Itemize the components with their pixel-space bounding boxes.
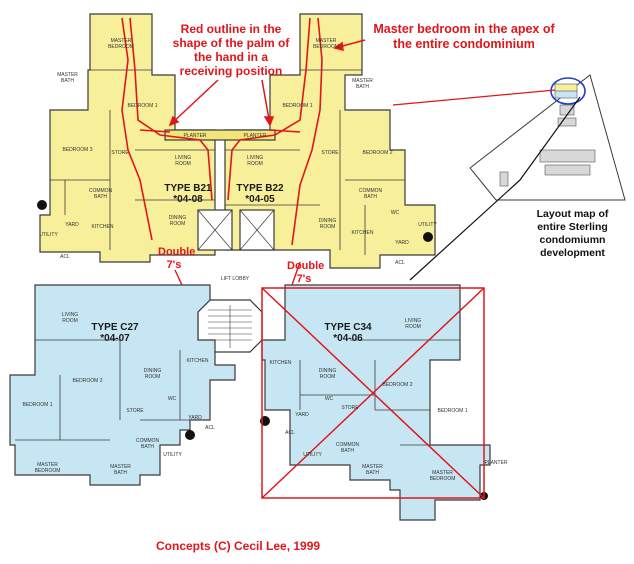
room-living: LIVING ROOM (404, 318, 422, 330)
room-common-bath: COMMON BATH (358, 188, 383, 200)
unit-b21-number: *04-08 (173, 194, 203, 205)
room-kitchen: KITCHEN (186, 358, 209, 364)
room-yard: YARD (65, 222, 79, 228)
room-bedroom-2: BEDROOM 2 (72, 378, 103, 384)
room-dining: DINING ROOM (318, 368, 337, 380)
master-bedroom-annotation: Master bedroom in the apex of the entire… (373, 22, 555, 51)
room-wc: WC (167, 396, 177, 402)
room-living: LIVING ROOM (246, 155, 264, 167)
room-master-bedroom: MASTER BEDROOM (108, 38, 134, 50)
planter-label: PLANTER (243, 133, 267, 139)
unit-b22-type: TYPE B22 (236, 183, 284, 194)
site-layout-map (392, 74, 626, 281)
room-kitchen: KITCHEN (351, 230, 374, 236)
unit-c27-number: *04-07 (100, 333, 130, 344)
column-marker (37, 200, 47, 210)
lift-lobby-label: LIFT LOBBY (220, 276, 250, 282)
room-yard: YARD (395, 240, 409, 246)
room-bedroom-2: BEDROOM 2 (362, 150, 393, 156)
room-common-bath: COMMON BATH (335, 442, 360, 454)
unit-c27-shape (9, 284, 236, 486)
room-master-bath: MASTER BATH (362, 464, 383, 476)
room-utility: UTILITY (418, 222, 437, 228)
room-acl: ACL (60, 254, 70, 260)
room-acl: ACL (205, 425, 215, 431)
room-living: LIVING ROOM (174, 155, 192, 167)
room-bedroom-3: BEDROOM 3 (62, 147, 93, 153)
room-dining: DINING ROOM (168, 215, 187, 227)
room-yard: YARD (295, 412, 309, 418)
room-utility: UTILITY (303, 452, 322, 458)
unit-c34-number: *04-06 (333, 333, 363, 344)
room-store: STORE (341, 405, 359, 411)
layout-map-caption: Layout map of entire Sterling condomiumn… (536, 208, 609, 259)
unit-c34-type: TYPE C34 (324, 322, 372, 333)
double-sevens-right: Double 7's (287, 260, 325, 285)
unit-c27-type: TYPE C27 (91, 322, 139, 333)
room-living: LIVING ROOM (61, 312, 79, 324)
unit-c27-label: TYPE C27 *04-07 (85, 322, 145, 344)
room-bedroom-1: BEDROOM 1 (22, 402, 53, 408)
credit-line: Concepts (C) Cecil Lee, 1999 (156, 539, 321, 553)
room-acl: ACL (395, 260, 405, 266)
room-wc: WC (324, 396, 334, 402)
unit-b22-label: TYPE B22 *04-05 (230, 183, 290, 205)
column-marker (185, 430, 195, 440)
unit-b21-type: TYPE B21 (164, 183, 212, 194)
palm-arrows (168, 39, 366, 127)
room-store: STORE (111, 150, 129, 156)
room-utility: UTILITY (163, 452, 182, 458)
room-yard: YARD (188, 415, 202, 421)
c34-cross-marking (261, 287, 485, 499)
room-store: STORE (321, 150, 339, 156)
blue-units-block (9, 284, 491, 521)
unit-c34-label: TYPE C34 *04-06 (318, 322, 378, 344)
room-common-bath: COMMON BATH (88, 188, 113, 200)
room-master-bedroom: MASTER BEDROOM (34, 462, 61, 474)
unit-b21-label: TYPE B21 *04-08 (158, 183, 218, 205)
room-utility: UTILITY (39, 232, 58, 238)
room-store: STORE (126, 408, 144, 414)
palm-outline (121, 17, 323, 246)
room-kitchen: KITCHEN (269, 360, 292, 366)
room-bedroom-1: BEDROOM 1 (127, 103, 158, 109)
room-master-bath: MASTER BATH (57, 72, 78, 84)
double-sevens-left: Double 7's (158, 246, 196, 271)
palm-annotation: Red outline in the shape of the palm of … (172, 22, 290, 78)
double-sevens-arrows (174, 261, 301, 286)
room-bedroom-2: BEDROOM 2 (382, 382, 413, 388)
yellow-units-block (39, 13, 436, 269)
room-common-bath: COMMON BATH (135, 438, 160, 450)
room-dining: DINING ROOM (318, 218, 337, 230)
planter-label: PLANTER (183, 133, 207, 139)
room-master-bedroom: MASTER BEDROOM (313, 38, 339, 50)
room-master-bath: MASTER BATH (110, 464, 131, 476)
lift-lobby-area (197, 299, 263, 353)
room-bedroom-1: BEDROOM 1 (437, 408, 468, 414)
column-marker (423, 232, 433, 242)
room-kitchen: KITCHEN (91, 224, 114, 230)
room-acl: ACL (285, 430, 295, 436)
room-bedroom-1: BEDROOM 1 (282, 103, 313, 109)
room-dining: DINING ROOM (143, 368, 162, 380)
room-wc: WC (390, 210, 400, 216)
room-master-bedroom: MASTER BEDROOM (429, 470, 456, 482)
unit-b22-number: *04-05 (245, 194, 275, 205)
room-master-bath: MASTER BATH (352, 78, 373, 90)
planter-label: PLANTER (484, 460, 508, 466)
